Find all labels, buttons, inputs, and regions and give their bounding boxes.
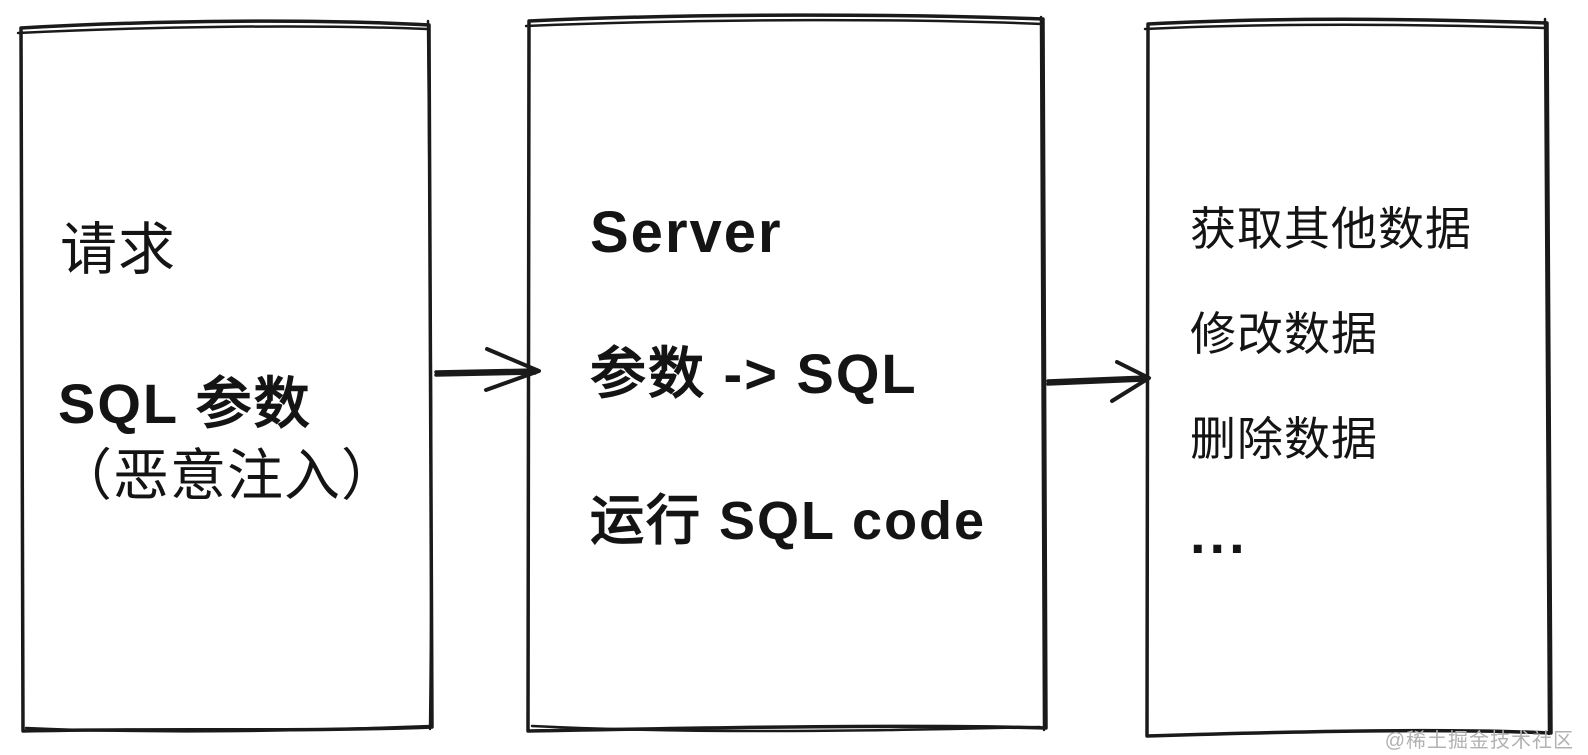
server-box-outline xyxy=(524,13,1048,733)
server-box-line-param-to-sql: 参数 -> SQL xyxy=(590,342,918,405)
request-box-line-request: 请求 xyxy=(60,218,176,282)
result-box-line-ellipsis: ... xyxy=(1190,502,1249,565)
arrow-right-icon xyxy=(1046,360,1151,403)
request-box-line-sql-params: SQL 参数 xyxy=(58,372,312,435)
arrow-right-icon xyxy=(434,347,541,392)
result-box-line-delete-data: 删除数据 xyxy=(1190,413,1378,465)
server-box-line-server: Server xyxy=(590,200,783,265)
result-box-line-fetch-other-data: 获取其他数据 xyxy=(1190,203,1472,255)
request-box-outline xyxy=(16,19,434,733)
result-box-line-modify-data: 修改数据 xyxy=(1190,308,1378,360)
server-box-line-run-sql-code: 运行 SQL code xyxy=(590,491,987,551)
watermark-juejin-community: @稀土掘金技术社区 xyxy=(1384,730,1574,752)
result-box-outline xyxy=(1143,17,1553,738)
request-box-line-malicious: （恶意注入） xyxy=(56,444,398,507)
